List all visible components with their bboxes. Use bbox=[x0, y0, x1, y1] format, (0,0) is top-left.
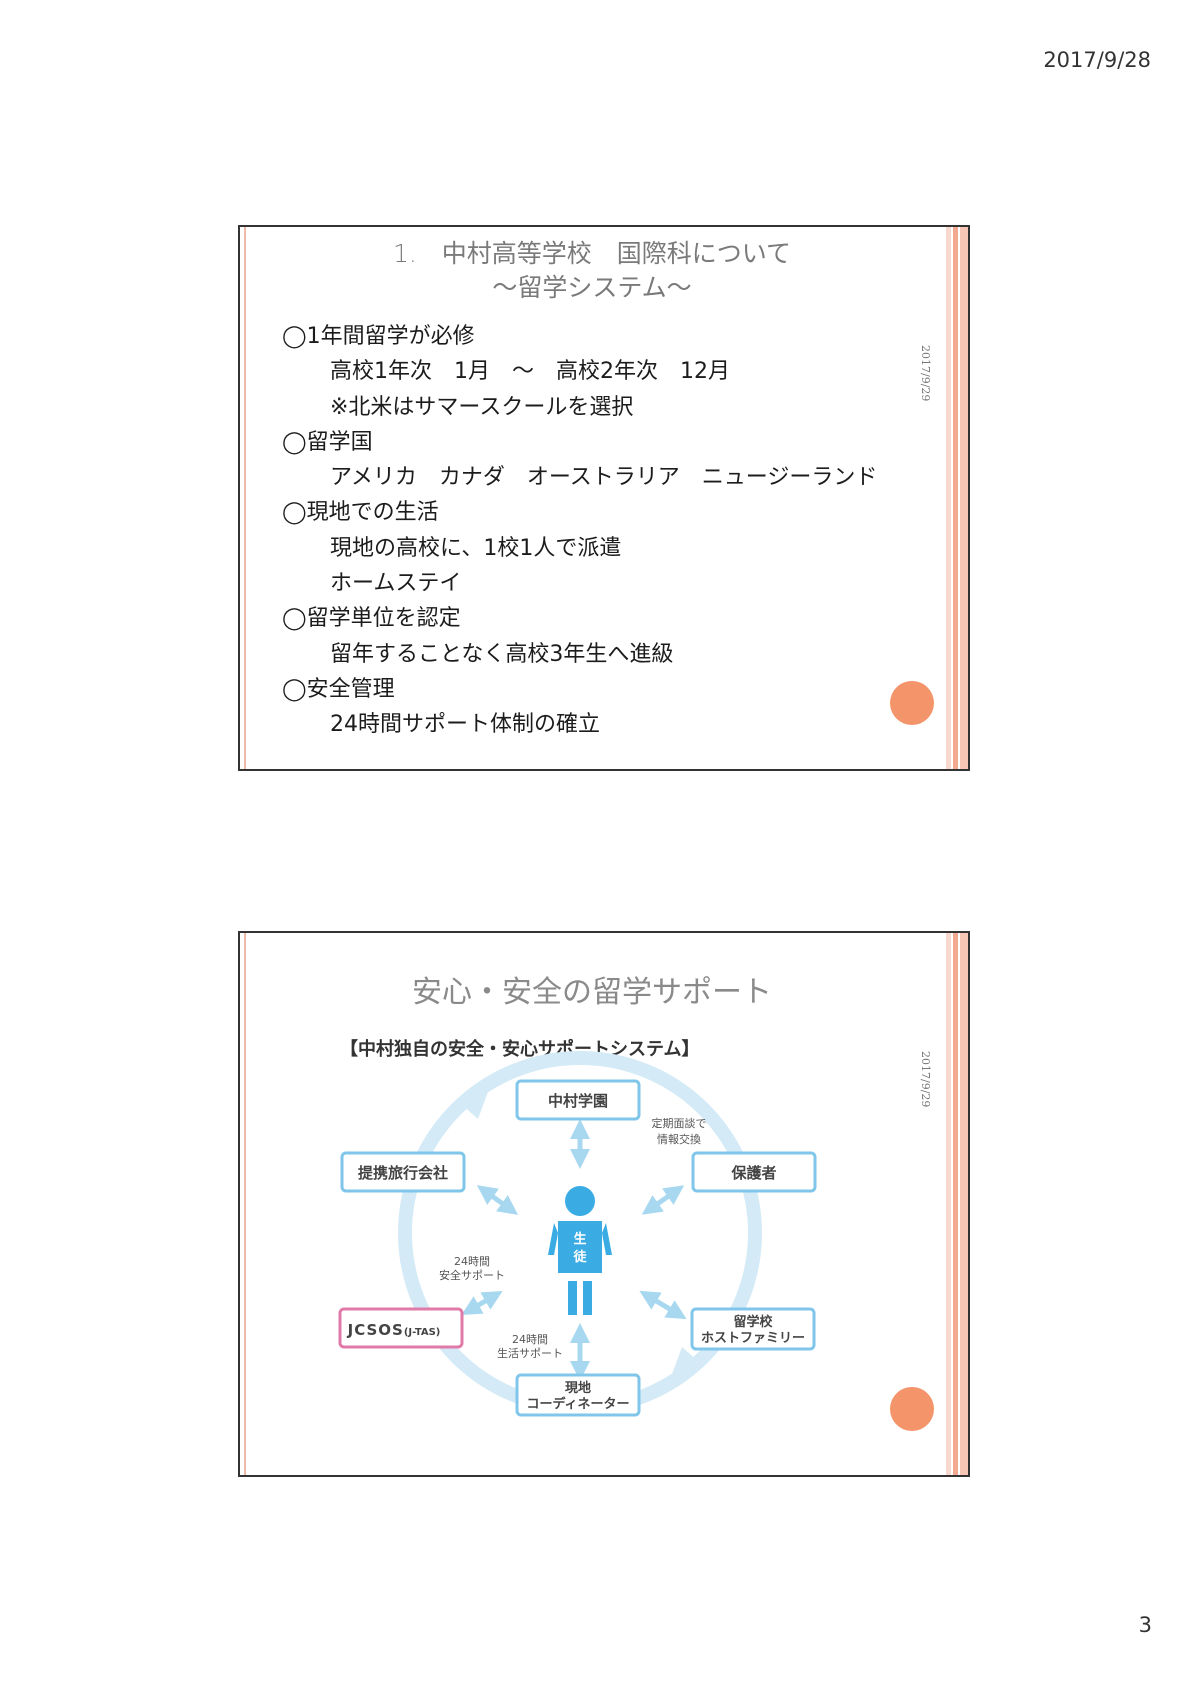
box-jcsos bbox=[338, 1307, 464, 1349]
slide-body: ◯1年間留学が必修 高校1年次 1月 〜 高校2年次 12月 ※北米はサマースク… bbox=[282, 319, 877, 743]
note-label: 定期面談で bbox=[652, 1116, 707, 1130]
section-heading: ◯1年間留学が必修 bbox=[282, 324, 475, 349]
note-label: 24時間 bbox=[512, 1333, 548, 1346]
orange-dot bbox=[890, 1387, 934, 1431]
title-line-1: 1. 中村高等学校 国際科について bbox=[392, 239, 792, 268]
page-number: 3 bbox=[1138, 1613, 1152, 1637]
box-nakamura-gakuen bbox=[515, 1079, 641, 1121]
box-local-coordinator bbox=[515, 1373, 641, 1417]
section-detail: ホームステイ bbox=[330, 571, 462, 597]
section-detail: 24時間サポート体制の確立 bbox=[330, 712, 600, 738]
slide-stripe-left bbox=[244, 933, 246, 1475]
arrow-icon bbox=[641, 1185, 685, 1215]
arrow-icon bbox=[461, 1290, 503, 1316]
box-label: 現地 bbox=[565, 1380, 591, 1396]
box-label: 提携旅行会社 bbox=[358, 1164, 448, 1182]
slide-stripe-left bbox=[244, 227, 246, 769]
student-figure-icon bbox=[548, 1186, 612, 1315]
box-travel-agency bbox=[340, 1151, 466, 1193]
arrow-icon bbox=[639, 1290, 687, 1320]
box-label: コーディネーター bbox=[526, 1396, 629, 1412]
note-label: 生活サポート bbox=[497, 1346, 563, 1360]
student-label: 生 bbox=[573, 1231, 586, 1247]
note-label: 情報交換 bbox=[657, 1132, 701, 1146]
title-line-2: 〜留学システム〜 bbox=[492, 273, 692, 302]
section-heading: ◯留学単位を認定 bbox=[282, 606, 461, 632]
section-heading: ◯安全管理 bbox=[282, 676, 395, 702]
slide-side-date: 2017/9/29 bbox=[919, 345, 932, 402]
note-label: 安全サポート bbox=[439, 1268, 505, 1282]
arrow-icon bbox=[476, 1185, 519, 1215]
section-detail: ※北米はサマースクールを選択 bbox=[330, 394, 634, 420]
student-label: 徒 bbox=[572, 1249, 587, 1265]
section-detail: 留年することなく高校3年生へ進級 bbox=[330, 641, 674, 667]
slide-side-date: 2017/9/29 bbox=[919, 1051, 932, 1108]
slide-stripe-right bbox=[946, 933, 968, 1475]
slide-title: 1. 中村高等学校 国際科について 〜留学システム〜 bbox=[240, 237, 944, 305]
page-date: 2017/9/28 bbox=[1043, 48, 1151, 72]
slide-stripe-right bbox=[946, 227, 968, 769]
box-label: 中村学園 bbox=[548, 1092, 608, 1110]
section-detail: アメリカ カナダ オーストラリア ニュージーランド bbox=[330, 465, 878, 491]
slide-title: 安心・安全の留学サポート bbox=[412, 975, 772, 1010]
box-guardians bbox=[691, 1151, 817, 1193]
support-diagram: 生 徒 中村学園 提携旅行会社 保護者 JCSOS(J-TAS) 留学校 ホスト… bbox=[338, 1051, 817, 1417]
cycle-arrow-icon bbox=[462, 1081, 492, 1119]
orange-dot bbox=[890, 681, 934, 725]
cycle-arrow-icon bbox=[668, 1347, 698, 1385]
note-label: 24時間 bbox=[454, 1255, 490, 1268]
slide-1: 2017/9/29 1. 中村高等学校 国際科について 〜留学システム〜 ◯1年… bbox=[238, 225, 970, 771]
box-label: ホストファミリー bbox=[701, 1331, 805, 1346]
box-host-family bbox=[690, 1307, 816, 1351]
section-detail: 高校1年次 1月 〜 高校2年次 12月 bbox=[330, 359, 730, 385]
section-heading: ◯現地での生活 bbox=[282, 500, 439, 526]
section-heading: ◯留学国 bbox=[282, 429, 373, 455]
box-label: 留学校 bbox=[733, 1314, 773, 1330]
box-label: JCSOS(J-TAS) bbox=[347, 1321, 441, 1339]
slide-2: 2017/9/29 安心・安全の留学サポート 【中村独自の安全・安心サポートシス… bbox=[238, 931, 970, 1477]
box-label: 保護者 bbox=[730, 1164, 776, 1182]
section-detail: 現地の高校に、1校1人で派遣 bbox=[330, 535, 622, 561]
